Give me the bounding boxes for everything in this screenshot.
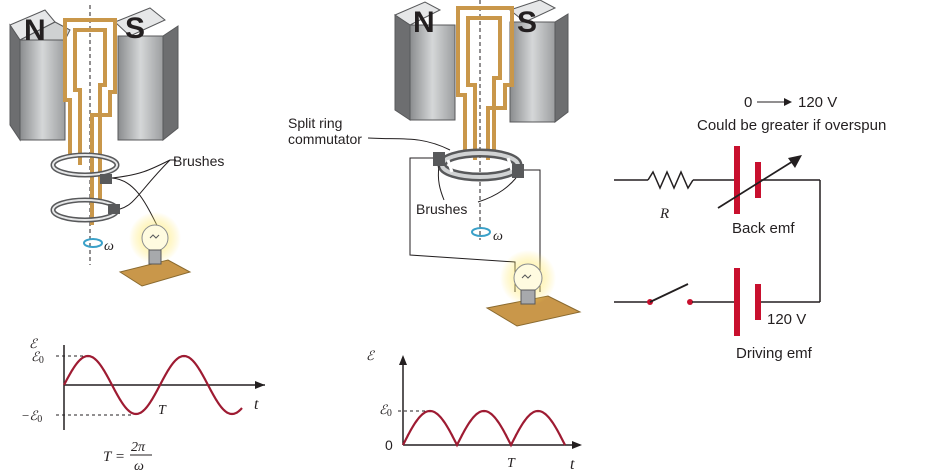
split-ring-label-line1: Split ring	[288, 115, 342, 131]
back-emf-label: Back emf	[732, 220, 795, 237]
light-bulb	[118, 212, 192, 287]
variable-arrow	[717, 157, 799, 209]
omega-label: ω	[104, 239, 114, 254]
dc-emf-curve	[402, 409, 566, 448]
brushes-label: Brushes	[173, 153, 224, 169]
range-from-label: 0	[744, 94, 752, 111]
coil	[63, 18, 117, 225]
omega-label-2: ω	[493, 229, 503, 244]
ac-x-axis-label: t	[254, 396, 259, 413]
dc-y-arrow-icon	[399, 355, 407, 365]
dc-y-pos-label: ℰ0	[379, 402, 392, 419]
split-ring-label-line2: commutator	[288, 131, 362, 147]
open-switch[interactable]	[649, 283, 689, 303]
ac-generator: N S Brushes	[9, 5, 224, 287]
dc-x-arrow-icon	[572, 441, 582, 449]
resistor-label: R	[659, 206, 669, 222]
driving-emf-long-plate	[734, 268, 740, 336]
dc-emf-graph: ℰ ℰ0 0 t T	[366, 348, 582, 473]
split-ring-commutator	[433, 148, 524, 182]
magnet-s-2: S	[508, 0, 569, 124]
ac-period-label: T	[158, 403, 167, 418]
brushes-label-2: Brushes	[416, 201, 467, 217]
range-arrow-icon	[784, 98, 792, 106]
svg-text:T =: T =	[103, 449, 125, 465]
ac-y-neg-label: −ℰ0	[22, 408, 42, 425]
dc-generator: N S Split ring commutator Brushes	[288, 0, 582, 327]
rotation-arrow-icon-2	[471, 227, 491, 237]
dc-origin-label: 0	[385, 437, 393, 453]
dc-y-axis-label: ℰ	[366, 348, 375, 363]
overspun-note: Could be greater if overspun	[697, 117, 886, 134]
switch-contact	[687, 299, 693, 305]
magnet-n-2: N	[393, 1, 456, 121]
resistor	[647, 170, 694, 190]
back-emf-short-plate	[755, 162, 761, 198]
dc-x-axis-label: t	[570, 456, 575, 473]
light-bulb-2	[485, 250, 582, 327]
magnet-s-2-label: S	[517, 6, 537, 39]
period-formula: T = 2π ω	[103, 440, 152, 474]
magnet-n-2-label: N	[413, 6, 435, 39]
rotation-arrow-icon	[83, 238, 103, 248]
back-emf-long-plate	[734, 146, 740, 214]
variable-arrow-icon	[788, 155, 802, 168]
driving-emf-label: Driving emf	[736, 345, 813, 362]
ac-emf-curve	[63, 354, 243, 416]
ac-emf-graph: ℰ ℰ0 −ℰ0 t T T = 2π ω	[22, 336, 265, 474]
ac-x-arrow-icon	[255, 381, 265, 389]
dc-period-label: T	[507, 456, 516, 471]
magnet-n-label: N	[24, 14, 46, 47]
magnet-s-label: S	[125, 12, 145, 45]
magnet-s: S	[114, 7, 179, 142]
svg-text:ω: ω	[134, 459, 144, 474]
range-to-label: 120 V	[798, 94, 837, 111]
driving-emf-short-plate	[755, 284, 761, 320]
motor-circuit: 0 120 V Could be greater if overspun R B…	[614, 94, 886, 362]
coil-2	[456, 6, 514, 160]
ac-y-axis-label: ℰ	[29, 336, 38, 351]
magnet-n: N	[9, 9, 71, 142]
ac-y-pos-label: ℰ0	[31, 349, 44, 366]
driving-voltage-label: 120 V	[767, 311, 806, 328]
slip-rings	[50, 152, 120, 223]
svg-text:2π: 2π	[131, 440, 146, 455]
